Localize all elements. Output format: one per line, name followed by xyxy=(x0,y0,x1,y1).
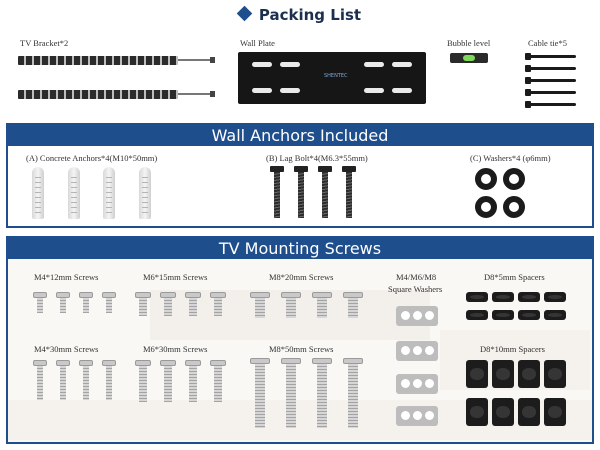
m4-30-label: M4*30mm Screws xyxy=(34,344,99,354)
background-furniture xyxy=(440,330,590,390)
cable-tie-image xyxy=(525,77,576,84)
lag-bolt-image xyxy=(270,166,284,220)
tv-bracket-image xyxy=(18,90,215,99)
cable-tie-label: Cable tie*5 xyxy=(528,38,567,48)
tv-bracket-label: TV Bracket*2 xyxy=(20,38,69,48)
wall-plate-brand: SHENTEC xyxy=(324,73,348,79)
spacer-d8-10-image xyxy=(518,398,540,426)
page-title-text: Packing List xyxy=(258,6,362,24)
square-washer-image xyxy=(396,306,438,326)
m4-12-label: M4*12mm Screws xyxy=(34,272,99,282)
page-title: Packing List xyxy=(0,5,600,24)
washer-image xyxy=(503,196,525,218)
spacer-d8-10-image xyxy=(466,360,488,388)
square-washers-label-line2: Square Washers xyxy=(388,284,443,294)
spacer-d8-10-image xyxy=(492,360,514,388)
lag-bolt-label: (B) Lag Bolt*4(M6.3*55mm) xyxy=(266,153,368,163)
spacer-d8-5-image xyxy=(466,310,488,320)
spacer-d8-10-image xyxy=(492,398,514,426)
lag-bolt-image xyxy=(318,166,332,220)
spacer-d8-5-image xyxy=(518,292,540,302)
square-washers-label-line1: M4/M6/M8 xyxy=(396,272,437,282)
spacer-d8-10-image xyxy=(466,398,488,426)
lag-bolt-image xyxy=(294,166,308,220)
square-washer-image xyxy=(396,374,438,394)
m8-20-label: M8*20mm Screws xyxy=(269,272,334,282)
cable-tie-image xyxy=(525,53,576,60)
wall-plate-label: Wall Plate xyxy=(240,38,275,48)
bubble-level-label: Bubble level xyxy=(447,38,491,48)
d8-5-label: D8*5mm Spacers xyxy=(484,272,545,282)
spacer-d8-5-image xyxy=(466,292,488,302)
m6-30-label: M6*30mm Screws xyxy=(143,344,208,354)
washer-image xyxy=(503,168,525,190)
spacer-d8-5-image xyxy=(492,310,514,320)
spacer-d8-5-image xyxy=(518,310,540,320)
washer-image xyxy=(475,168,497,190)
spacer-d8-10-image xyxy=(544,360,566,388)
concrete-anchor-image xyxy=(68,167,80,219)
cable-tie-image xyxy=(525,89,576,96)
concrete-anchor-image xyxy=(32,167,44,219)
bubble-level-image xyxy=(450,53,488,63)
tv-bracket-image xyxy=(18,56,215,65)
spacer-d8-5-image xyxy=(544,292,566,302)
spacer-d8-5-image xyxy=(544,310,566,320)
tv-mounting-screws-heading: TV Mounting Screws xyxy=(8,238,592,259)
washer-image xyxy=(475,196,497,218)
square-washer-image xyxy=(396,406,438,426)
spacer-d8-10-image xyxy=(544,398,566,426)
cable-tie-image xyxy=(525,101,576,108)
d8-10-label: D8*10mm Spacers xyxy=(480,344,545,354)
concrete-anchor-image xyxy=(103,167,115,219)
washers-label: (C) Washers*4 (φ6mm) xyxy=(470,153,551,163)
cable-tie-image xyxy=(525,65,576,72)
wall-anchors-heading: Wall Anchors Included xyxy=(8,125,592,146)
concrete-anchors-label: (A) Concrete Anchors*4(M10*50mm) xyxy=(26,153,158,163)
lag-bolt-image xyxy=(342,166,356,220)
concrete-anchor-image xyxy=(139,167,151,219)
square-washer-image xyxy=(396,341,438,361)
wall-plate-image: SHENTEC xyxy=(238,52,426,104)
spacer-d8-10-image xyxy=(518,360,540,388)
m6-15-label: M6*15mm Screws xyxy=(143,272,208,282)
m8-50-label: M8*50mm Screws xyxy=(269,344,334,354)
spacer-d8-5-image xyxy=(492,292,514,302)
diamond-icon xyxy=(236,5,253,22)
